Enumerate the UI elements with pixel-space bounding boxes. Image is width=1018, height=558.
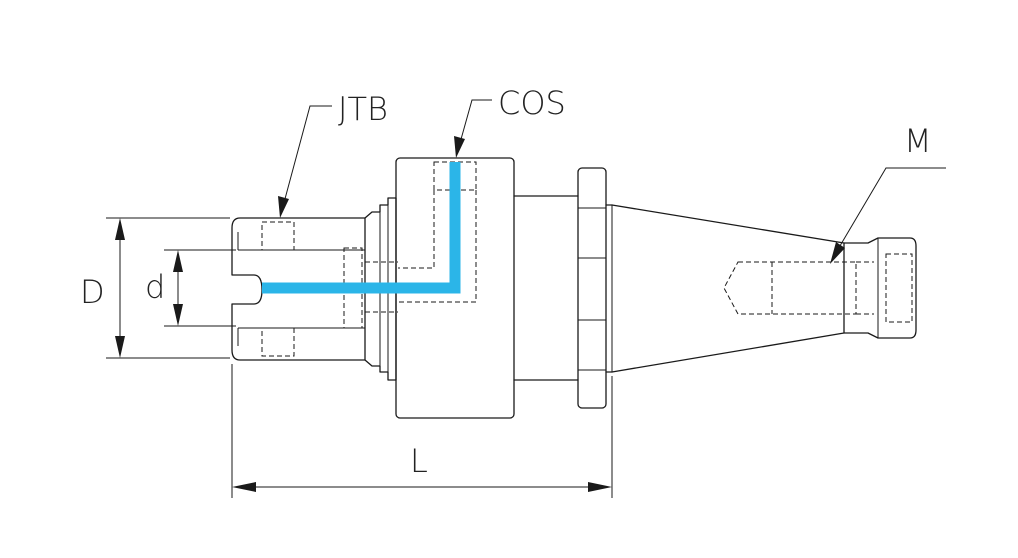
label-d-outer: D: [80, 273, 105, 311]
flange: [577, 167, 613, 409]
taper-shank: [611, 204, 874, 373]
nose-section: [231, 217, 366, 361]
label-jtb: JTB: [338, 90, 388, 128]
dimension-length: L: [231, 364, 613, 498]
dimension-d-inner: d: [145, 249, 236, 327]
label-m: M: [904, 122, 932, 160]
label-length: L: [410, 442, 428, 480]
leader-m: M: [830, 122, 946, 264]
coolant-channel: [262, 162, 461, 294]
retention-knob: [843, 237, 917, 339]
label-d-inner: d: [145, 268, 165, 306]
label-cos: COS: [498, 84, 566, 122]
dimension-d-outer: D: [80, 217, 230, 359]
leader-jtb: JTB: [278, 90, 388, 218]
neck: [513, 195, 579, 381]
leader-cos: COS: [454, 84, 566, 158]
